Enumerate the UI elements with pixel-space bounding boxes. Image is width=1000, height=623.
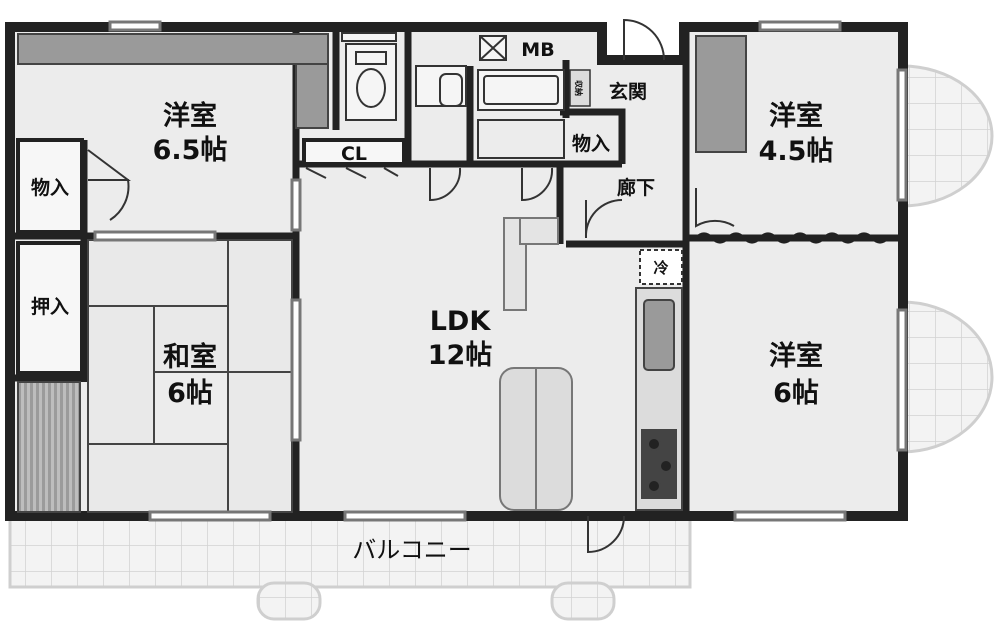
cabinets [17,33,747,513]
room-size-western-65: 6.5帖 [153,135,228,166]
room-name-western-45: 洋室 [769,100,823,132]
accordion-divider [694,232,890,244]
room-size-ldk: 12帖 [428,340,493,371]
toilet [345,43,397,121]
room-size-western-45: 4.5帖 [759,136,834,167]
label-balcony: バルコニー [352,536,472,564]
room-name-western-6: 洋室 [769,340,823,372]
storage-rooms [16,138,406,375]
label-mb: MB [521,39,554,61]
bay-balconies [900,64,994,454]
kitchen-counter [635,287,683,511]
label-refrigerator: 冷 [653,259,668,277]
tatami-mats [87,239,293,513]
room-name-western-65: 洋室 [163,100,217,132]
room-japanese-6: 和室 6帖 [163,341,217,409]
room-western-45: 洋室 4.5帖 [759,100,834,167]
label-entrance: 玄関 [609,80,647,103]
label-hallway: 廊下 [617,176,655,199]
peninsula-counter [499,217,573,511]
label-storage-hall: 物入 [572,132,610,155]
shoe-storage [569,69,591,107]
bathtub [477,69,565,159]
label-oshiire: 押入 [31,295,69,318]
label-closet-storage: 物入 [31,176,69,199]
room-size-japanese-6: 6帖 [167,378,213,409]
room-western-65: 洋室 6.5帖 [153,100,228,166]
mb-box [479,35,507,61]
room-ldk: LDK 12帖 [428,306,493,371]
room-size-western-6: 6帖 [773,378,819,409]
balcony-area [8,515,692,621]
door-swings [87,18,735,554]
label-shoe-box: 収納 [574,80,584,96]
washbasin [415,65,467,107]
refrigerator-space [639,249,683,285]
vent [341,32,397,42]
windows [93,20,908,522]
room-western-6: 洋室 6帖 [769,340,823,409]
room-name-japanese-6: 和室 [163,341,217,373]
room-name-ldk: LDK [430,306,492,337]
label-cl: CL [341,143,367,165]
